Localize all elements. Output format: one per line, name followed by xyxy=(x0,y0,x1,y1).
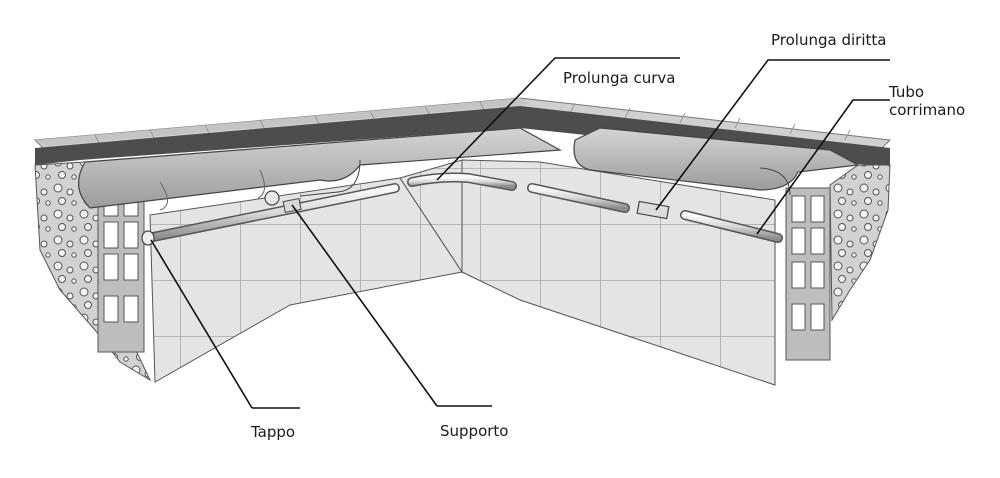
support-bracket xyxy=(264,190,280,206)
straight-extension xyxy=(636,200,670,220)
label-supporto: Supporto xyxy=(440,422,509,440)
label-tubo-line2: corrimano xyxy=(889,101,966,119)
pool-deck xyxy=(33,97,892,166)
leader-tubo-corrimano xyxy=(756,99,890,235)
pool-wall-left xyxy=(149,177,463,383)
coping-stones xyxy=(78,127,860,211)
label-tubo-line1: Tubo xyxy=(889,83,925,101)
leader-supporto xyxy=(291,204,438,407)
leader-prolunga-curva xyxy=(436,57,680,181)
gravel-fill-right xyxy=(829,164,891,322)
concrete-blocks-right xyxy=(785,187,831,361)
label-tubo-corrimano: Tubo corrimano xyxy=(889,83,965,119)
leader-lines xyxy=(150,57,890,409)
leader-tappo xyxy=(150,239,253,409)
label-prolunga-diritta: Prolunga diritta xyxy=(771,31,887,49)
label-tappo: Tappo xyxy=(251,423,296,441)
handrail-pipes xyxy=(141,172,783,246)
leader-prolunga-diritta xyxy=(655,59,890,211)
concrete-blocks-left xyxy=(97,181,145,353)
label-prolunga-curva: Prolunga curva xyxy=(563,69,676,87)
pool-wall-right xyxy=(461,159,776,386)
